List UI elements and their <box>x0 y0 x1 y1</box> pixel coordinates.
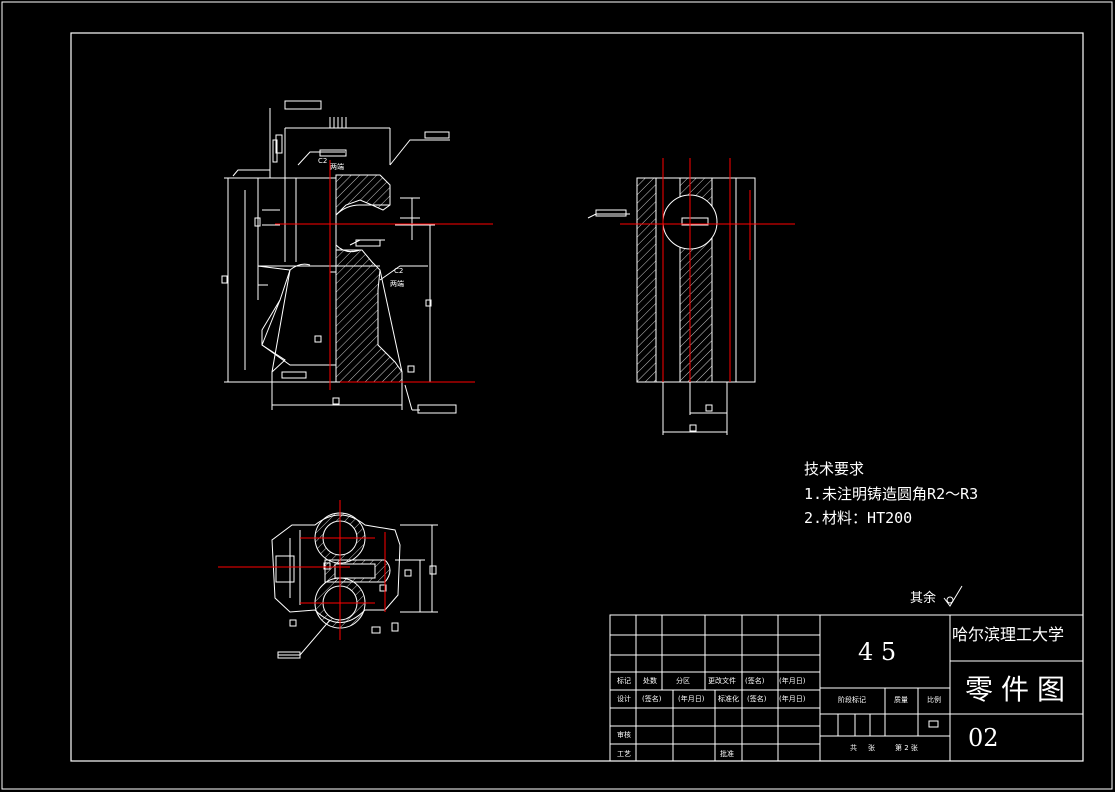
top-view <box>271 512 438 659</box>
sheet-frame <box>70 32 1084 762</box>
front-cast-label: 两端 <box>330 163 344 171</box>
tb-zhiliang: 质量 <box>894 696 908 704</box>
tb-fenqu: 分区 <box>676 677 690 685</box>
front-cast-label-right: 两端 <box>390 280 404 288</box>
tb-gongyi: 工艺 <box>617 750 631 758</box>
tech-requirements-title: 技术要求 <box>804 460 865 478</box>
tb-shenhe: 审核 <box>617 731 631 739</box>
tb-qianming-2: (签名) <box>642 695 662 703</box>
drawing-name: 零件图 <box>965 673 1074 706</box>
tb-zhang: 张 <box>868 744 875 752</box>
front-view <box>221 100 457 414</box>
title-block <box>609 614 1084 762</box>
front-c2-label-right: C2 <box>394 267 404 275</box>
front-view-centerlines <box>275 160 493 390</box>
tb-pizhun: 批准 <box>720 750 734 758</box>
drawing-number: 02 <box>968 724 999 752</box>
side-view <box>587 177 756 435</box>
roughness-remaining-label: 其余 <box>910 591 937 606</box>
tb-jieduan: 阶段标记 <box>838 696 866 704</box>
top-view-centerlines <box>218 500 386 640</box>
tb-qianming-1: (签名) <box>745 677 765 685</box>
tb-sheji: 设计 <box>617 695 631 703</box>
tb-biaoji: 标记 <box>617 677 631 685</box>
tb-biaozhunhua: 标准化 <box>718 695 739 703</box>
tb-gong: 共 <box>850 744 857 752</box>
tb-chushu: 处数 <box>643 677 657 685</box>
tech-requirement-2: 2.材料：HT200 <box>804 509 913 527</box>
tb-bili: 比例 <box>927 696 941 704</box>
tb-nianyueri-2: (年月日) <box>678 695 705 703</box>
tb-di: 第 2 张 <box>895 744 918 752</box>
tb-qianming-3: (签名) <box>747 695 767 703</box>
tech-requirement-1: 1.未注明铸造圆角R2～R3 <box>804 485 979 503</box>
tb-nianyueri-3: (年月日) <box>779 695 806 703</box>
side-view-centerlines <box>620 158 795 382</box>
roughness-symbol <box>943 585 963 607</box>
material-value: 4 5 <box>858 638 897 666</box>
front-c2-label: C2 <box>318 157 328 165</box>
tb-nianyueri-1: (年月日) <box>779 677 806 685</box>
tb-gengai: 更改文件 <box>708 677 736 685</box>
front-section-hatch-lower <box>335 249 403 383</box>
university-name: 哈尔滨理工大学 <box>952 625 1065 644</box>
roughness-circle <box>946 596 954 604</box>
